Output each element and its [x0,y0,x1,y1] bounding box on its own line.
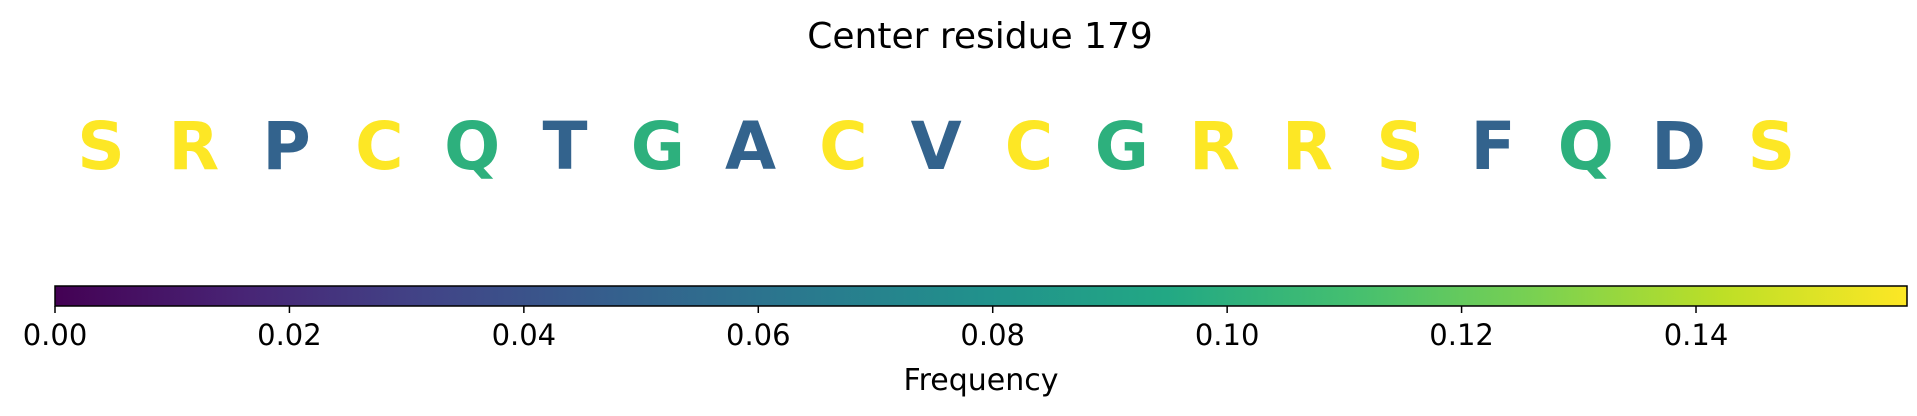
residue-letter: C [819,108,867,185]
colorbar-tick-label: 0.14 [1664,318,1729,352]
residue-letter: R [1189,108,1240,185]
residue-letter: T [542,108,587,185]
colorbar-gradient [54,285,1908,307]
residue-letter: C [355,108,403,185]
residue-letter: R [168,108,219,185]
residue-letter: Q [444,108,500,185]
colorbar-tick-label: 0.02 [257,318,322,352]
residue-letter: S [1748,108,1796,185]
residue-letter: V [911,108,962,185]
residue-letter: S [1376,108,1424,185]
colorbar-tick-label: 0.08 [960,318,1025,352]
residue-letter: G [631,108,685,185]
residue-letter: D [1651,108,1706,185]
colorbar-ticks: 0.00 0.02 0.04 0.06 0.08 0.10 0.12 0.14 [23,306,1729,352]
colorbar-label: Frequency [904,363,1059,398]
residue-letter: F [1470,108,1515,185]
chart-title: Center residue 179 [807,16,1153,57]
colorbar-tick-label: 0.06 [726,318,791,352]
colorbar-tick-label: 0.00 [23,318,88,352]
colorbar-tick-label: 0.04 [492,318,557,352]
residue-letter: A [725,108,776,185]
residue-letter: R [1282,108,1333,185]
residue-letter: C [1005,108,1053,185]
colorbar-tick-label: 0.12 [1429,318,1494,352]
residue-letter: S [77,108,125,185]
colorbar: 0.00 0.02 0.04 0.06 0.08 0.10 0.12 0.14 Frequen… [23,285,1908,398]
residue-letter: P [262,108,310,185]
colorbar-tick-label: 0.10 [1195,318,1260,352]
residue-letter: G [1095,108,1149,185]
residue-letter: Q [1558,108,1614,185]
